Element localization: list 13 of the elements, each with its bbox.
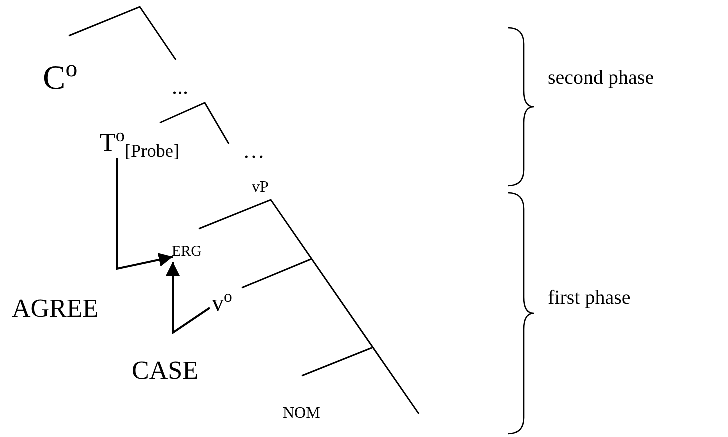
text-label: first phase <box>548 288 631 308</box>
tree-node-label: NOM <box>283 406 320 422</box>
text-label: second phase <box>548 68 654 88</box>
tree-node-label: ERG <box>172 245 202 260</box>
text-label: AGREE <box>12 296 99 322</box>
arrow <box>116 158 174 270</box>
tree-node-label: C$^{o}$ <box>43 62 78 96</box>
tree-node-label: vP <box>252 180 269 196</box>
text-label: CASE <box>132 358 198 384</box>
arrow <box>166 262 211 335</box>
ellipsis: ... <box>172 76 188 98</box>
ellipsis: … <box>243 140 269 162</box>
tree-node-label: v$^{o}$ <box>212 292 232 316</box>
